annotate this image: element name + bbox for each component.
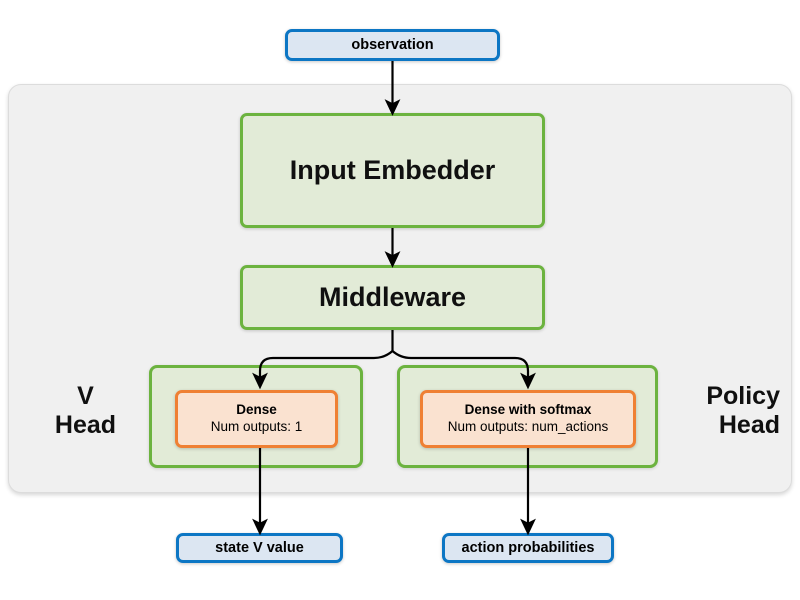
middleware-label: Middleware [318,282,467,312]
policy-head-dense-subtitle: Num outputs: num_actions [447,419,609,434]
action-probabilities-node[interactable]: action probabilities [442,533,614,563]
observation-node[interactable]: observation [285,29,500,61]
input-embedder-node[interactable]: Input Embedder [240,113,545,228]
v-head-dense-node[interactable]: Dense Num outputs: 1 [175,390,338,448]
state-v-value-node[interactable]: state V value [176,533,343,563]
v-head-dense-title: Dense [236,402,277,418]
state-v-value-label: state V value [215,540,304,556]
v-head-label-line1: V [77,382,94,410]
v-head-dense-subtitle: Num outputs: 1 [210,419,303,434]
policy-head-label-line1: Policy [706,382,780,410]
observation-label: observation [351,37,434,53]
v-head-label: V Head [28,382,143,439]
input-embedder-label: Input Embedder [289,155,496,185]
policy-head-dense-title: Dense with softmax [464,402,592,418]
policy-head-label-line2: Head [718,410,780,439]
policy-head-label: Policy Head [664,382,780,439]
v-head-label-line2: Head [54,410,117,439]
policy-head-dense-softmax-node[interactable]: Dense with softmax Num outputs: num_acti… [420,390,636,448]
action-probabilities-label: action probabilities [461,540,595,556]
middleware-node[interactable]: Middleware [240,265,545,330]
